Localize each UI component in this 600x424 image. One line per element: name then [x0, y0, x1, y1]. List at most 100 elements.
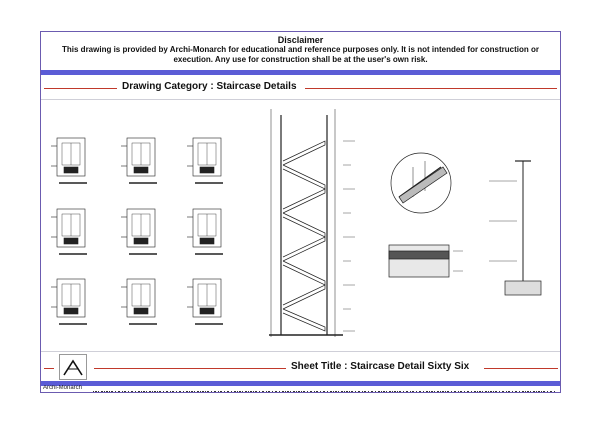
barcode-bar: [211, 391, 212, 392]
barcode-bar: [355, 391, 356, 392]
barcode-bar: [442, 391, 444, 392]
barcode-bar: [227, 391, 229, 392]
sheet-rule-short: [44, 368, 54, 369]
barcode-bar: [460, 391, 462, 392]
barcode-bar: [346, 391, 348, 392]
barcode-bar: [410, 391, 411, 392]
barcode-bar: [115, 391, 116, 392]
barcode-bar: [220, 391, 222, 392]
barcode-bar: [394, 391, 396, 392]
barcode-bar: [250, 391, 252, 392]
barcode-bar: [464, 391, 465, 392]
barcode-bar: [248, 391, 249, 392]
barcode-bar: [163, 391, 164, 392]
barcode-bar: [234, 391, 236, 392]
staircase-section: [269, 109, 355, 337]
barcode-bar: [477, 391, 478, 392]
barcode-bar: [310, 391, 312, 392]
barcode-bar: [399, 391, 401, 392]
barcode-bar: [434, 391, 435, 392]
barcode-bar: [239, 391, 241, 392]
barcode-bar: [371, 391, 373, 392]
barcode-bar: [303, 391, 305, 392]
barcode-bar: [124, 391, 126, 392]
barcode-bar: [259, 391, 260, 392]
sheet-title: Sheet Title : Staircase Detail Sixty Six: [291, 361, 470, 372]
barcode-bar: [349, 391, 350, 392]
barcode-bar: [485, 391, 487, 392]
barcode-bar: [431, 391, 433, 392]
barcode-bar: [237, 391, 238, 392]
drawing-category: Drawing Category : Staircase Details: [122, 81, 297, 92]
barcode-bar: [451, 391, 452, 392]
railing-callout-detail: [390, 152, 452, 214]
barcode-bar: [189, 391, 190, 392]
barcode-bar: [290, 391, 291, 392]
barcode-bar: [118, 391, 120, 392]
barcode-bar: [242, 391, 243, 392]
barcode-bar: [519, 391, 520, 392]
floor-plan-4: [51, 208, 87, 255]
barcode-bar: [245, 391, 247, 392]
barcode-bar: [200, 391, 201, 392]
floor-plan-7: [51, 278, 87, 325]
barcode-bar: [397, 391, 398, 392]
barcode-bar: [351, 391, 353, 392]
barcode-bar: [307, 391, 308, 392]
barcode-bar: [533, 391, 535, 392]
nosing-detail: [388, 244, 463, 278]
barcode-bar: [488, 391, 489, 392]
barcode-bar: [527, 391, 529, 392]
barcode-bar: [327, 391, 328, 392]
barcode-bar: [493, 391, 494, 392]
barcode-bar: [285, 391, 286, 392]
barcode-bar: [214, 391, 216, 392]
barcode-bar: [146, 391, 147, 392]
category-rule-left: [44, 88, 117, 89]
barcode-bar: [135, 391, 136, 392]
barcode-bar: [362, 391, 363, 392]
barcode-bar: [296, 391, 297, 392]
barcode-bar: [419, 391, 421, 392]
floor-plan-5: [121, 208, 157, 255]
barcode-bar: [358, 391, 360, 392]
barcode-bar: [170, 391, 171, 392]
barcode-bar: [106, 391, 108, 392]
barcode-bar: [279, 391, 280, 392]
barcode-bar: [268, 391, 270, 392]
barcode-bar: [154, 391, 156, 392]
barcode-bar: [525, 391, 526, 392]
barcode-bar: [141, 391, 142, 392]
barcode-bar: [266, 391, 267, 392]
barcode-bar: [412, 391, 414, 392]
floor-plan-grid: [51, 137, 223, 325]
floor-plan-6: [187, 208, 223, 255]
barcode-bar: [490, 391, 492, 392]
barcode-bar: [495, 391, 497, 392]
barcode-bar: [159, 391, 161, 392]
barcode-bar: [368, 391, 369, 392]
barcode-bar: [482, 391, 483, 392]
barcode-bar: [301, 391, 302, 392]
barcode-bar: [426, 391, 428, 392]
category-divider: [41, 99, 560, 100]
barcode-bar: [316, 391, 318, 392]
barcode-bar: [287, 391, 289, 392]
barcode-bar: [98, 391, 99, 392]
barcode-bar: [207, 391, 209, 392]
barcode-bar: [262, 391, 264, 392]
barcode-bar: [95, 391, 97, 392]
barcode-bar: [403, 391, 404, 392]
title-divider: [41, 351, 560, 352]
barcode-bar: [272, 391, 273, 392]
barcode-bar: [538, 391, 540, 392]
disclaimer-title: Disclaimer: [277, 35, 324, 45]
barcode-bar: [502, 391, 504, 392]
barcode-bar: [255, 391, 257, 392]
barcode-bar: [423, 391, 424, 392]
barcode-bar: [406, 391, 408, 392]
brand-label: Archi-Monarch: [43, 385, 83, 391]
sheet-rule-left: [94, 368, 286, 369]
barcode-bar: [471, 391, 472, 392]
barcode-bar: [467, 391, 469, 392]
